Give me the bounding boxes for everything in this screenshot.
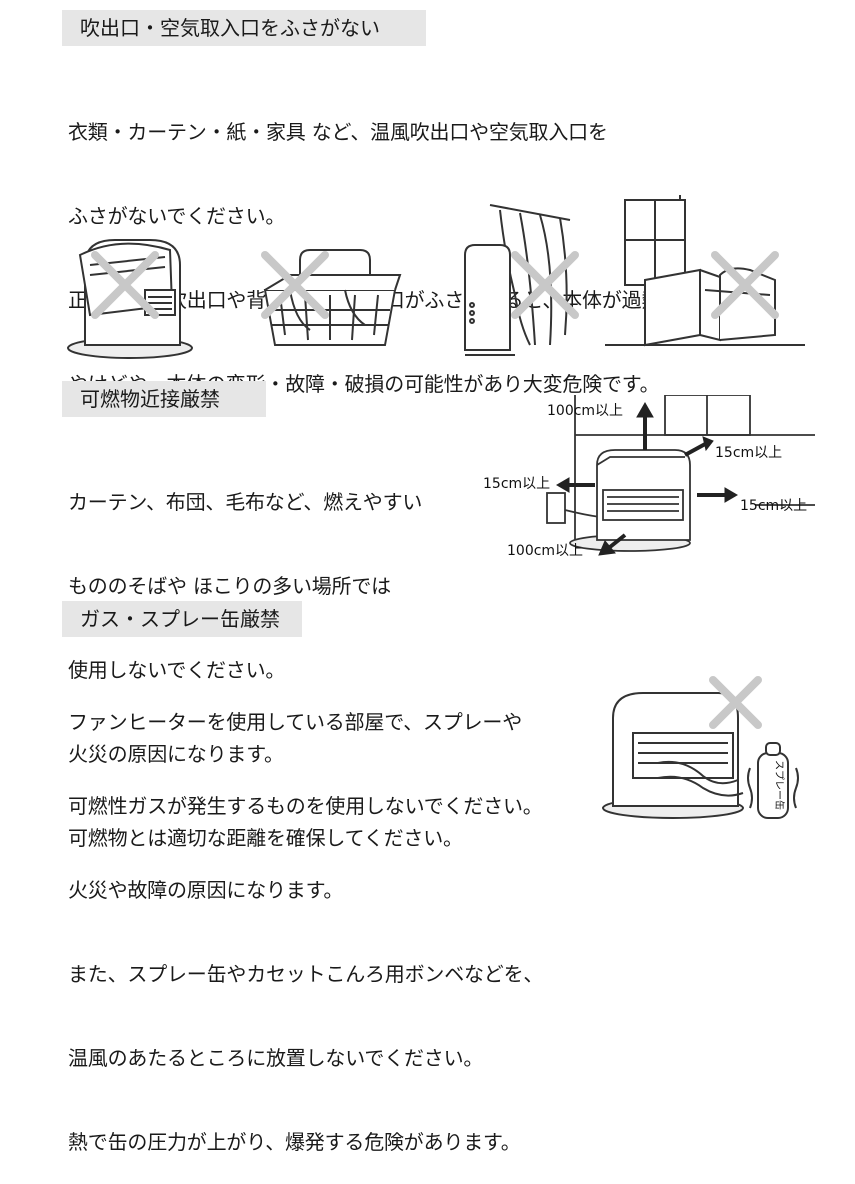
text-line: 火災や故障の原因になります。: [68, 878, 344, 902]
clearance-back-label: 15cm以上: [715, 445, 782, 461]
spray-can-label: スプレー缶: [773, 760, 786, 810]
flammables-description: カーテン、布団、毛布など、燃えやすい もののそばや ほこりの多い場所では 使用し…: [68, 432, 463, 880]
heater-covered-by-cloth-illustration: [67, 239, 193, 359]
text-line: 温風のあたるところに放置しないでください。: [68, 1046, 484, 1070]
clearance-front-label: 100cm以上: [507, 543, 583, 559]
prohibited-x-icon: [711, 251, 779, 319]
prohibited-x-icon: [261, 251, 329, 319]
text-line: 可燃性ガスが発生するものを使用しないでください。: [68, 794, 543, 818]
prohibited-x-icon: [511, 251, 579, 319]
text-line: ふさがないでください。: [68, 204, 286, 228]
heater-with-spray-can-illustration: スプレー缶: [602, 676, 799, 819]
text-line: 火災の原因になります。: [68, 742, 284, 766]
section-heading-flammables: 可燃物近接厳禁: [62, 381, 266, 417]
clearance-diagram: 100cm以上 15cm以上 15cm以上 15cm以上 100cm以上: [483, 395, 815, 559]
prohibited-x-icon: [709, 676, 762, 729]
text-line: 使用しないでください。: [68, 658, 286, 682]
blocked-vents-illustrations: [67, 195, 805, 359]
clearance-right-label: 15cm以上: [740, 498, 807, 514]
section-heading-vents: 吹出口・空気取入口をふさがない: [62, 10, 426, 46]
spray-description: ファンヒーターを使用している部屋で、スプレーや 可燃性ガスが発生するものを使用し…: [68, 652, 543, 1184]
text-line: また、スプレー缶やカセットこんろ用ボンベなどを、: [68, 962, 544, 986]
text-line: 衣類・カーテン・紙・家具 など、温風吹出口や空気取入口を: [68, 120, 608, 144]
section-heading-spray: ガス・スプレー缶厳禁: [62, 601, 302, 637]
clearance-left-label: 15cm以上: [483, 476, 550, 492]
arrow-icon: [556, 401, 738, 556]
prohibited-x-icon: [91, 251, 159, 319]
text-line: ファンヒーターを使用している部屋で、スプレーや: [68, 710, 522, 734]
text-line: もののそばや ほこりの多い場所では: [68, 574, 391, 598]
text-line: 熱で缶の圧力が上がり、爆発する危険があります。: [68, 1130, 521, 1154]
text-line: カーテン、布団、毛布など、燃えやすい: [68, 490, 423, 514]
heater-between-furniture-illustration: [605, 195, 805, 347]
clearance-top-label: 100cm以上: [547, 403, 623, 419]
heater-near-curtain-illustration: [464, 204, 571, 356]
text-line: 可燃物とは適切な距離を確保してください。: [68, 826, 463, 850]
